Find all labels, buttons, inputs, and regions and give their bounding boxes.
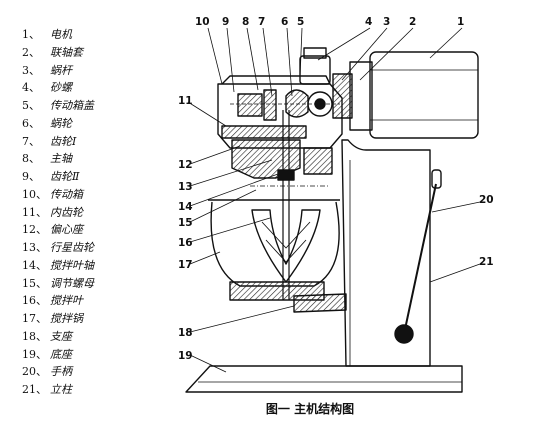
legend-label: 手柄 [50, 365, 72, 379]
legend-item: 10、传动箱 [22, 186, 162, 204]
legend-label: 联轴套 [50, 45, 83, 59]
legend-label: 蜗杆 [50, 63, 72, 77]
callout-15: 15 [178, 217, 193, 229]
callout-14: 14 [178, 201, 193, 213]
legend-item: 17、搅拌锅 [22, 310, 162, 328]
transmission-box [217, 47, 343, 149]
legend-item: 6、蜗轮 [22, 115, 162, 133]
legend-label: 搅拌叶轴 [50, 258, 94, 272]
legend-item: 20、手柄 [22, 363, 162, 381]
legend-item: 2、联轴套 [22, 44, 162, 62]
callout-19: 19 [178, 350, 193, 362]
legend-item: 19、底座 [22, 346, 162, 364]
motor [332, 51, 479, 139]
leader-lines [187, 27, 481, 373]
legend-label: 偏心座 [50, 223, 83, 237]
callout-6: 6 [281, 16, 288, 28]
callout-21: 21 [479, 256, 494, 268]
legend-item: 16、搅拌叶 [22, 292, 162, 310]
callout-7: 7 [258, 16, 265, 28]
callout-18: 18 [178, 327, 193, 339]
parts-legend: 1、电机 2、联轴套 3、蜗杆 4、砂螺 5、传动箱盖 6、蜗轮 7、齿轮Ⅰ 8… [22, 26, 162, 399]
legend-label: 立柱 [50, 383, 72, 396]
legend-item: 9、齿轮Ⅱ [22, 168, 162, 186]
callout-4: 4 [365, 16, 372, 28]
legend-number: 17、 [22, 312, 47, 325]
callout-labels: 1 2 3 4 5 6 7 8 9 10 11 12 13 14 15 16 1… [178, 16, 494, 362]
legend-number: 2、 [22, 45, 40, 59]
legend-label: 传动箱盖 [50, 99, 94, 112]
legend-label: 蜗轮 [50, 116, 72, 130]
legend-label: 主轴 [50, 152, 72, 166]
legend-item: 15、调节螺母 [22, 275, 162, 293]
legend-number: 9、 [22, 170, 40, 183]
handle [394, 169, 442, 344]
legend-item: 13、行星齿轮 [22, 239, 162, 257]
column [341, 139, 431, 367]
legend-number: 18、 [22, 329, 47, 343]
legend-number: 7、 [22, 134, 40, 148]
callout-10: 10 [195, 16, 210, 28]
callout-9: 9 [222, 16, 229, 28]
callout-2: 2 [409, 16, 416, 28]
legend-number: 19、 [22, 347, 47, 361]
callout-5: 5 [297, 16, 304, 28]
legend-number: 16、 [22, 294, 47, 308]
legend-number: 13、 [22, 241, 47, 254]
legend-number: 14、 [22, 258, 47, 272]
legend-label: 内齿轮 [50, 205, 83, 219]
support-arm [293, 293, 347, 313]
legend-number: 20、 [22, 365, 47, 379]
callout-13: 13 [178, 181, 193, 193]
base [185, 365, 463, 393]
eccentric-seat [221, 125, 333, 179]
legend-item: 3、蜗杆 [22, 62, 162, 80]
legend-item: 7、齿轮Ⅰ [22, 133, 162, 151]
legend-label: 支座 [50, 329, 72, 343]
legend-label: 传动箱 [50, 187, 83, 201]
main-shaft [250, 110, 330, 300]
legend-item: 21、立柱 [22, 381, 162, 399]
legend-label: 调节螺母 [50, 276, 94, 290]
legend-number: 10、 [22, 187, 47, 201]
legend-item: 18、支座 [22, 328, 162, 346]
legend-number: 6、 [22, 116, 40, 130]
callout-3: 3 [383, 16, 390, 28]
legend-number: 11、 [22, 205, 47, 219]
legend-item: 8、主轴 [22, 150, 162, 168]
legend-number: 1、 [22, 28, 40, 41]
callout-20: 20 [479, 194, 494, 206]
figure-caption: 图一 主机结构图 [265, 402, 355, 416]
legend-item: 5、传动箱盖 [22, 97, 162, 115]
callout-11: 11 [178, 95, 193, 107]
legend-item: 12、偏心座 [22, 221, 162, 239]
legend-number: 5、 [22, 99, 40, 112]
legend-number: 12、 [22, 223, 47, 237]
legend-number: 8、 [22, 152, 40, 166]
legend-number: 21、 [22, 383, 47, 396]
callout-12: 12 [178, 159, 193, 171]
legend-label: 行星齿轮 [50, 241, 94, 254]
legend-number: 15、 [22, 276, 47, 290]
legend-label: 底座 [50, 347, 72, 361]
mixing-bowl [208, 199, 340, 301]
legend-label: 齿轮Ⅰ [50, 134, 77, 148]
legend-label: 砂螺 [50, 81, 72, 95]
callout-16: 16 [178, 237, 193, 249]
legend-label: 电机 [50, 28, 72, 41]
legend-item: 11、内齿轮 [22, 204, 162, 222]
callout-8: 8 [242, 16, 249, 28]
legend-number: 4、 [22, 81, 40, 95]
mixing-beater [251, 209, 321, 283]
legend-item: 1、电机 [22, 26, 162, 44]
legend-label: 搅拌叶 [50, 294, 83, 308]
legend-item: 4、砂螺 [22, 79, 162, 97]
callout-1: 1 [457, 16, 464, 28]
legend-number: 3、 [22, 63, 40, 77]
legend-item: 14、搅拌叶轴 [22, 257, 162, 275]
legend-label: 搅拌锅 [50, 312, 83, 325]
legend-label: 齿轮Ⅱ [50, 170, 80, 183]
callout-17: 17 [178, 259, 193, 271]
